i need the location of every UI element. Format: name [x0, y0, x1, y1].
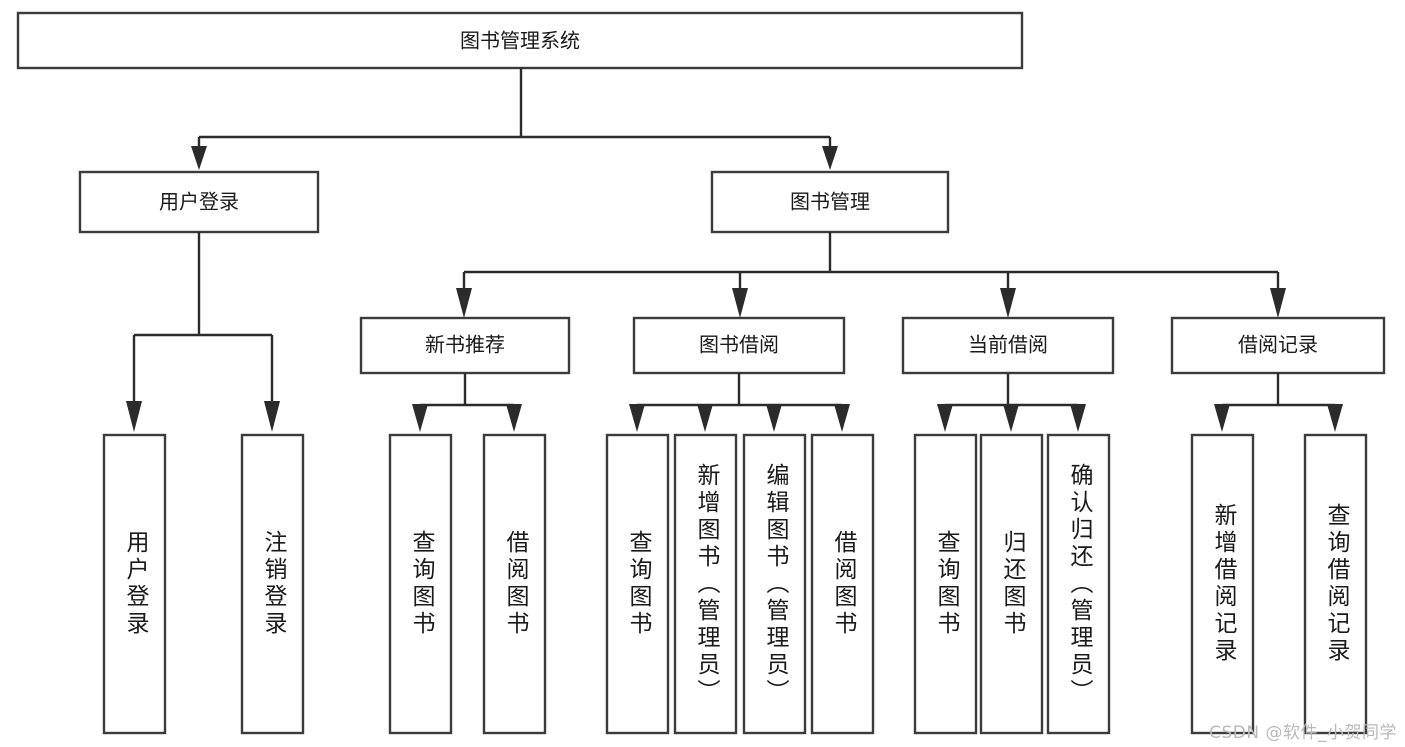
arrow-head-user-login: [191, 146, 207, 170]
leaf-box-cb-query-book[interactable]: [913, 433, 978, 735]
arrow-head-book-management: [822, 146, 838, 170]
leaf-box-bb-edit-book[interactable]: [742, 433, 807, 735]
arrow-head-leaf-user-login: [126, 401, 142, 432]
leaf-box-bb-query-book[interactable]: [605, 433, 670, 735]
node-borrow-record[interactable]: [1170, 316, 1386, 375]
arrow-head-cb-leaf-2: [1003, 404, 1019, 432]
leaf-box-bb-add-book[interactable]: [673, 433, 738, 735]
arrow-head-bb-leaf-1: [629, 404, 645, 432]
node-user-login-label: 用户登录: [159, 190, 239, 214]
leaf-box-br-query-record[interactable]: [1303, 433, 1368, 735]
arrow-head-current-borrow: [1000, 288, 1016, 318]
arrow-head-br-leaf-1: [1214, 404, 1230, 432]
arrow-head-book-borrow: [732, 288, 748, 318]
arrow-head-br-leaf-2: [1327, 404, 1343, 432]
arrow-head-cb-leaf-1: [937, 404, 953, 432]
leaf-box-cb-return-book[interactable]: [979, 433, 1044, 735]
node-borrow-record-label: 借阅记录: [1238, 333, 1318, 357]
leaf-box-cb-confirm-return[interactable]: [1046, 433, 1111, 735]
leaf-box-bb-borrow-book[interactable]: [810, 433, 875, 735]
arrow-head-bb-leaf-2: [697, 404, 713, 432]
node-current-borrow-label: 当前借阅: [968, 333, 1048, 357]
node-root-label: 图书管理系统: [460, 29, 580, 53]
arrow-head-bb-leaf-3: [766, 404, 782, 432]
node-new-book-recommend[interactable]: [359, 316, 571, 375]
node-book-management-label: 图书管理: [790, 190, 870, 214]
leaf-box-nbr-borrow-book[interactable]: [482, 433, 547, 735]
watermark-text: CSDN @软件_小贺同学: [1209, 723, 1397, 743]
arrow-head-cb-leaf-3: [1070, 404, 1086, 432]
node-root-book-management-system[interactable]: [16, 11, 1024, 70]
leaf-box-logout[interactable]: [240, 433, 305, 735]
node-current-borrow[interactable]: [901, 316, 1115, 375]
node-book-borrow[interactable]: [632, 316, 846, 375]
arrow-head-nbr-leaf-2: [506, 404, 522, 432]
node-book-borrow-label: 图书借阅: [699, 333, 779, 357]
arrow-head-new-book-recommend: [456, 288, 472, 318]
arrow-head-bb-leaf-4: [834, 404, 850, 432]
node-book-management[interactable]: [710, 170, 950, 234]
leaf-box-nbr-query-book[interactable]: [388, 433, 453, 735]
arrow-head-nbr-leaf-1: [412, 404, 428, 432]
leaf-box-br-add-record[interactable]: [1190, 433, 1255, 735]
arrow-head-leaf-logout: [264, 401, 280, 432]
arrow-head-borrow-record: [1270, 288, 1286, 318]
leaf-box-user-login[interactable]: [102, 433, 167, 735]
node-new-book-recommend-label: 新书推荐: [425, 333, 505, 357]
